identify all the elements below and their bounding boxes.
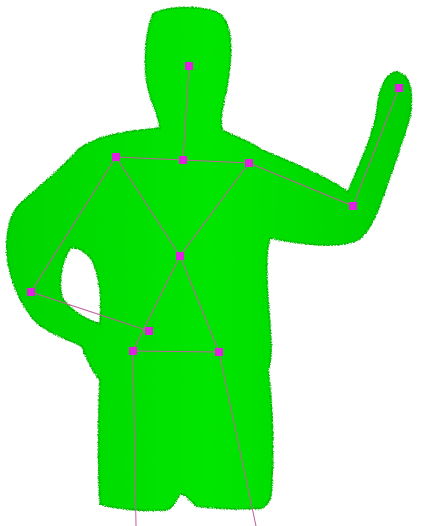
joint-hand-right [395,84,403,92]
joint-hand-left [145,327,153,335]
body-silhouette [7,7,412,510]
joint-head [185,62,193,70]
joint-spine [176,252,184,260]
joint-shoulder-right [245,159,253,167]
joint-neck [179,156,187,164]
joint-hip-right [215,348,223,356]
joint-elbow-left [27,288,35,296]
joint-hip-left [129,347,137,355]
joint-elbow-right [349,202,357,210]
joint-shoulder-left [112,153,120,161]
